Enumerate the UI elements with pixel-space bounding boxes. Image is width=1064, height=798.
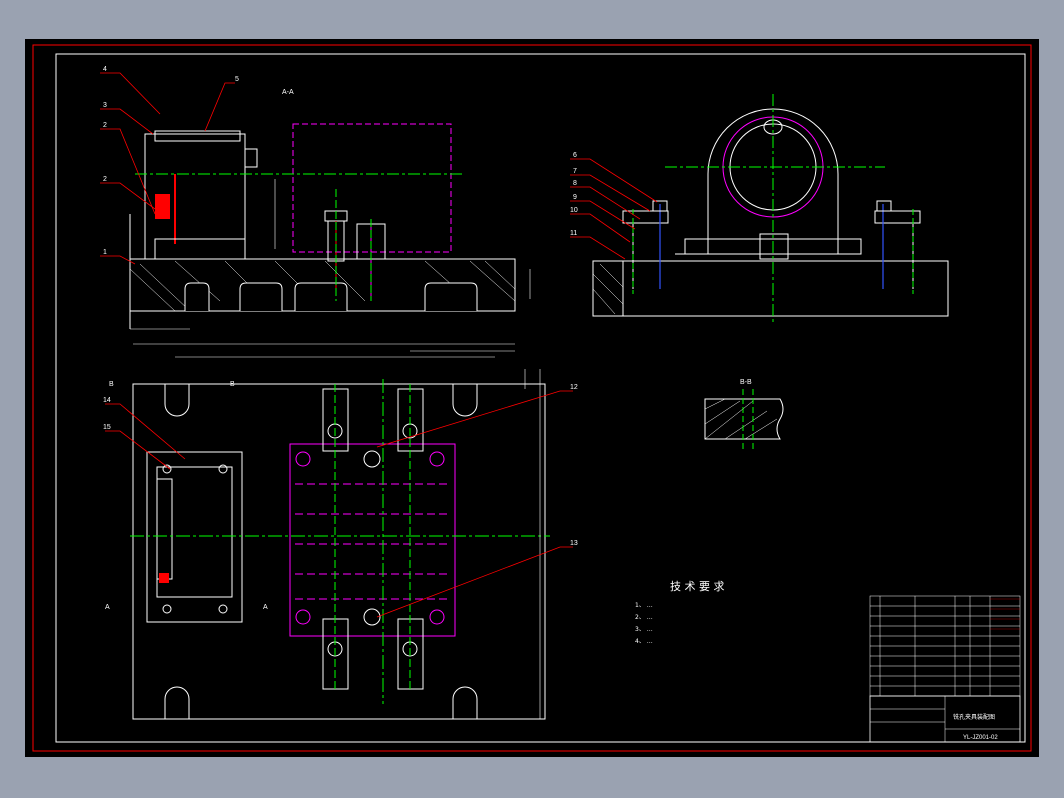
drawing-canvas: A-A [25, 39, 1039, 757]
svg-text:A: A [105, 604, 110, 611]
balloon-labels-plan: 14 15 12 13 [103, 384, 578, 547]
svg-text:9: 9 [573, 194, 577, 201]
svg-text:14: 14 [103, 397, 111, 404]
section-aa-view: A-A [129, 89, 531, 330]
drawing-number: YL-JZ001-02 [963, 735, 998, 741]
svg-text:12: 12 [570, 384, 578, 391]
bom-table [869, 595, 1021, 697]
svg-text:4、 …: 4、 … [635, 638, 653, 645]
balloon-labels-end: 6 7 8 9 10 11 [570, 152, 578, 237]
svg-text:11: 11 [570, 230, 577, 237]
svg-text:2、 …: 2、 … [635, 614, 653, 621]
tech-requirements: 技 术 要 求 1、 … 2、 … 3、 … 4、 … [635, 580, 725, 645]
svg-text:B: B [230, 381, 235, 388]
svg-text:10: 10 [570, 207, 578, 214]
svg-text:15: 15 [103, 424, 111, 431]
title-block: 铣孔夹具装配图 YL-JZ001-02 [869, 695, 1021, 743]
drawing-name: 铣孔夹具装配图 [953, 713, 995, 721]
svg-text:13: 13 [570, 540, 578, 547]
svg-text:1: 1 [103, 249, 107, 256]
svg-text:4: 4 [103, 66, 107, 73]
svg-text:6: 6 [573, 152, 577, 159]
tech-heading: 技 术 要 求 [670, 580, 725, 593]
leaders-plan [105, 390, 573, 618]
svg-text:2: 2 [103, 122, 107, 129]
balloon-labels-aa: 4 5 3 2 2 1 [103, 66, 239, 256]
svg-text:7: 7 [573, 168, 577, 175]
leaders-end [570, 158, 658, 260]
leaders-aa [100, 72, 235, 265]
end-view [592, 94, 949, 324]
svg-text:8: 8 [573, 180, 577, 187]
bom-red-ticks [990, 598, 1020, 630]
svg-text:5: 5 [235, 76, 239, 83]
section-aa-label: A-A [282, 89, 294, 96]
svg-text:A: A [263, 604, 268, 611]
section-bb-view: B-B [704, 379, 784, 451]
svg-text:2: 2 [103, 176, 107, 183]
outer-frame [32, 44, 1032, 752]
section-bb-label: B-B [740, 379, 752, 386]
svg-text:3、 …: 3、 … [635, 626, 653, 633]
plan-view [130, 343, 550, 720]
cad-drawing: A-A [32, 44, 1032, 752]
svg-text:1、 …: 1、 … [635, 602, 653, 609]
section-markers: B B A A [105, 381, 268, 611]
inner-border [55, 53, 1026, 743]
svg-text:B: B [109, 381, 114, 388]
svg-text:3: 3 [103, 102, 107, 109]
